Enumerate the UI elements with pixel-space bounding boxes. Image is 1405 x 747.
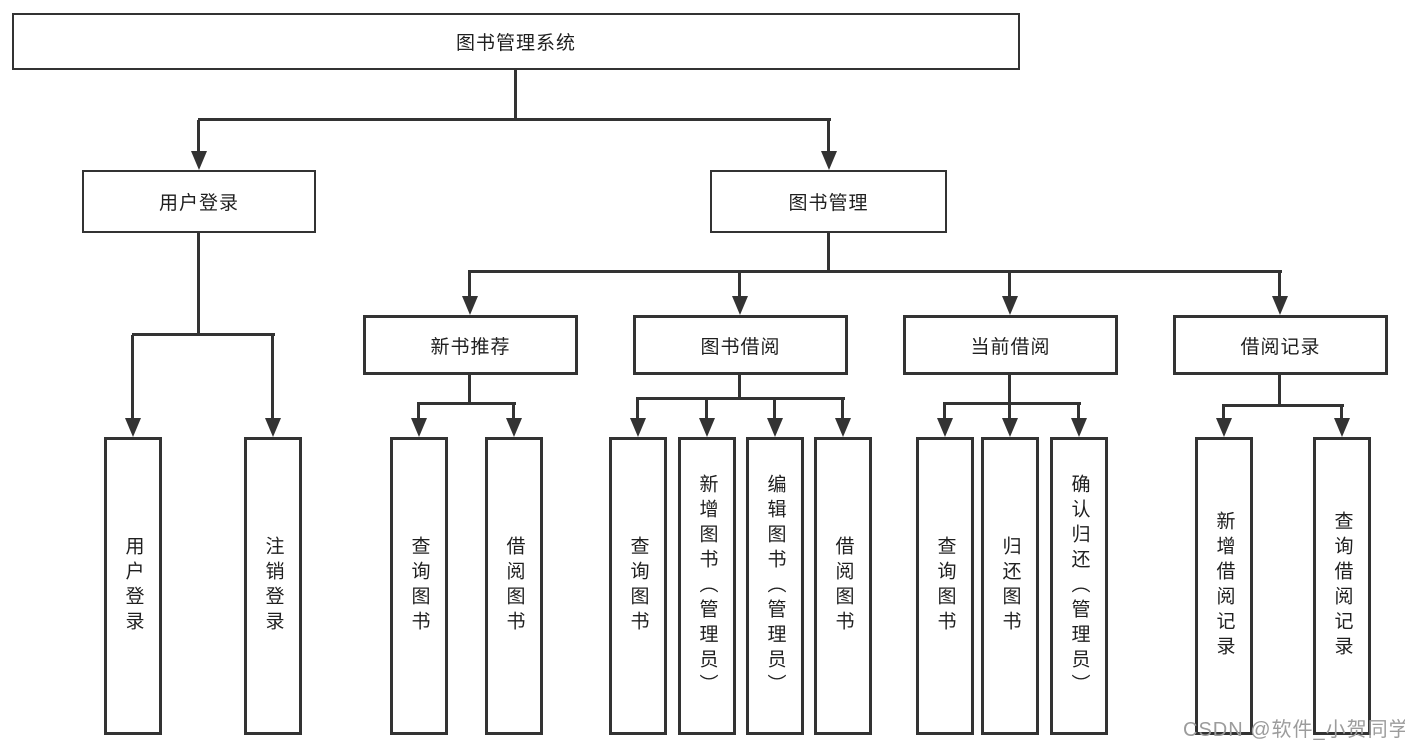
- connector-arrowhead: [1002, 418, 1018, 437]
- connector-arrowhead: [1002, 296, 1018, 315]
- connector-arrowhead: [937, 418, 953, 437]
- connector-arrowhead: [767, 418, 783, 437]
- connector-arrowhead: [411, 418, 427, 437]
- connector-line: [841, 399, 844, 419]
- leaf-recommend-borrow-books: 借阅图书: [485, 437, 543, 735]
- leaf-recommend-query-books-label: 查询图书: [408, 536, 430, 636]
- node-current-borrow-label: 当前借阅: [970, 336, 1051, 358]
- connector-line: [198, 118, 831, 121]
- leaf-recommend-borrow-books-label: 借阅图书: [503, 536, 525, 636]
- node-root-label: 图书管理系统: [455, 33, 576, 54]
- leaf-records-add-record-label: 新增借阅记录: [1213, 511, 1235, 661]
- leaf-borrow-query-books-label: 查询图书: [627, 536, 649, 636]
- leaf-recommend-query-books: 查询图书: [390, 437, 448, 735]
- connector-arrowhead: [699, 418, 715, 437]
- connector-line: [1340, 406, 1343, 419]
- leaf-borrow-borrow-books-label: 借阅图书: [832, 536, 854, 636]
- connector-arrowhead: [1334, 418, 1350, 437]
- connector-line: [1222, 406, 1225, 419]
- connector-arrowhead: [265, 418, 281, 437]
- leaf-records-query-record: 查询借阅记录: [1313, 437, 1371, 735]
- connector-arrowhead: [1216, 418, 1232, 437]
- leaf-current-query-books-label: 查询图书: [934, 536, 956, 636]
- leaf-borrow-edit-books-admin-label: 编辑图书（管理员）: [764, 473, 786, 699]
- node-current-borrow: 当前借阅: [903, 315, 1118, 375]
- connector-line: [468, 272, 471, 297]
- connector-line: [1077, 404, 1080, 419]
- connector-line: [636, 399, 639, 419]
- leaf-current-confirm-return-admin-label: 确认归还（管理员）: [1068, 473, 1090, 699]
- connector-arrowhead: [506, 418, 522, 437]
- connector-line: [738, 272, 741, 297]
- connector-arrowhead: [1071, 418, 1087, 437]
- connector-line: [468, 375, 471, 404]
- leaf-current-return-books-label: 归还图书: [999, 536, 1021, 636]
- connector-line: [943, 402, 1081, 405]
- node-new-book-recommend: 新书推荐: [363, 315, 578, 375]
- connector-arrowhead: [630, 418, 646, 437]
- node-user-login: 用户登录: [82, 170, 316, 233]
- node-book-mgmt-label: 图书管理: [788, 193, 869, 214]
- node-root: 图书管理系统: [12, 13, 1020, 70]
- connector-arrowhead: [835, 418, 851, 437]
- connector-line: [131, 335, 134, 419]
- connector-arrowhead: [1272, 296, 1288, 315]
- leaf-user-login: 用户登录: [104, 437, 162, 735]
- connector-line: [827, 233, 830, 272]
- csdn-watermark: CSDN @软件_小贺同学: [1183, 719, 1405, 741]
- connector-arrowhead: [732, 296, 748, 315]
- connector-line: [512, 404, 515, 419]
- leaf-current-confirm-return-admin: 确认归还（管理员）: [1050, 437, 1108, 735]
- connector-line: [738, 375, 741, 399]
- leaf-user-login-label: 用户登录: [122, 536, 144, 636]
- node-new-book-recommend-label: 新书推荐: [430, 336, 511, 358]
- connector-arrowhead: [125, 418, 141, 437]
- node-user-login-label: 用户登录: [158, 193, 239, 214]
- leaf-logout: 注销登录: [244, 437, 302, 735]
- connector-line: [468, 270, 1282, 273]
- connector-line: [1222, 404, 1344, 407]
- connector-line: [827, 120, 830, 153]
- node-book-mgmt: 图书管理: [710, 170, 947, 233]
- connector-line: [1008, 404, 1011, 419]
- leaf-borrow-edit-books-admin: 编辑图书（管理员）: [746, 437, 804, 735]
- connector-line: [1008, 375, 1011, 404]
- connector-line: [1278, 272, 1281, 297]
- leaf-borrow-add-books-admin-label: 新增图书（管理员）: [696, 473, 718, 699]
- leaf-current-return-books: 归还图书: [981, 437, 1039, 735]
- leaf-records-add-record: 新增借阅记录: [1195, 437, 1253, 735]
- connector-line: [705, 399, 708, 419]
- connector-line: [1008, 272, 1011, 297]
- node-borrow-records-label: 借阅记录: [1240, 336, 1321, 358]
- leaf-borrow-add-books-admin: 新增图书（管理员）: [678, 437, 736, 735]
- connector-line: [417, 402, 516, 405]
- connector-line: [514, 68, 517, 120]
- node-book-borrow-label: 图书借阅: [700, 336, 781, 358]
- connector-arrowhead: [462, 296, 478, 315]
- connector-line: [1278, 375, 1281, 406]
- connector-arrowhead: [821, 151, 837, 170]
- node-borrow-records: 借阅记录: [1173, 315, 1388, 375]
- node-book-borrow: 图书借阅: [633, 315, 848, 375]
- connector-line: [271, 335, 274, 419]
- connector-line: [943, 404, 946, 419]
- connector-line: [417, 404, 420, 419]
- leaf-logout-label: 注销登录: [262, 536, 284, 636]
- leaf-current-query-books: 查询图书: [916, 437, 974, 735]
- connector-line: [773, 399, 776, 419]
- connector-line: [197, 233, 200, 335]
- leaf-records-query-record-label: 查询借阅记录: [1331, 511, 1353, 661]
- leaf-borrow-query-books: 查询图书: [609, 437, 667, 735]
- connector-line: [132, 333, 275, 336]
- leaf-borrow-borrow-books: 借阅图书: [814, 437, 872, 735]
- connector-line: [636, 397, 845, 400]
- connector-line: [197, 120, 200, 153]
- connector-arrowhead: [191, 151, 207, 170]
